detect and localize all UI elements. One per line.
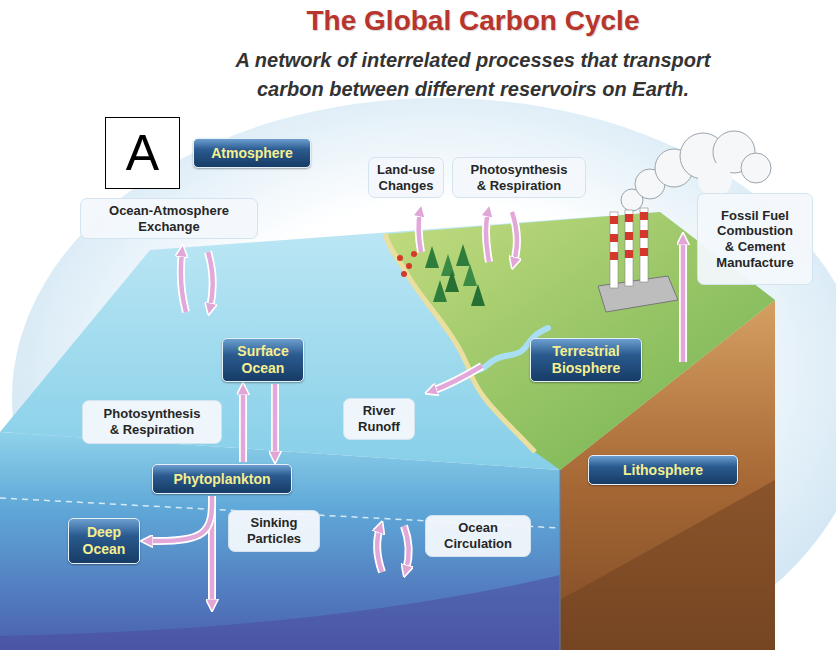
chimney [640, 208, 648, 282]
flux-arrow [181, 252, 186, 312]
subtitle: A network of interrelated processes that… [173, 46, 773, 104]
connector-halo [148, 496, 212, 541]
settlement-dot [406, 263, 412, 269]
arrow-halo [419, 212, 421, 252]
tree [456, 244, 470, 266]
chimney-stripe [610, 234, 618, 242]
settlement-dot [397, 255, 403, 261]
chimney-stripe [625, 250, 633, 258]
node-text: Photosynthesis & Respiration [101, 406, 203, 437]
node-text: Atmosphere [200, 145, 304, 162]
node-text: A [110, 128, 175, 178]
tree [433, 280, 447, 302]
chimney-stripe [640, 212, 648, 220]
process-label: Ocean-Atmosphere Exchange [80, 198, 258, 239]
ocean-cross-section [0, 432, 560, 650]
smoke-puff [698, 163, 732, 197]
chimney-stripe [640, 248, 648, 256]
connector-halo [271, 384, 279, 456]
settlement-dot [411, 251, 417, 257]
node-text: Sinking Particles [239, 515, 309, 546]
reservoir-box: Surface Ocean [222, 338, 304, 382]
node-text: Terrestrial Biosphere [537, 343, 635, 377]
tree [445, 270, 459, 292]
arrow-halo [486, 212, 489, 262]
flux-connector [243, 390, 244, 462]
node-text: Photosynthesis & Respiration [467, 162, 571, 193]
chimney [610, 212, 618, 288]
connector-line [148, 496, 212, 541]
node-text: Surface Ocean [229, 343, 297, 377]
sea-floor [0, 575, 560, 650]
node-text: Land-use Changes [375, 162, 437, 193]
flux-connector [148, 496, 212, 541]
arrow-halo [404, 526, 409, 570]
arrow-halo [377, 528, 382, 572]
tree [463, 264, 477, 286]
chimney-stripe [610, 252, 618, 260]
flux-arrow [208, 252, 213, 308]
process-label: Land-use Changes [368, 157, 444, 198]
reservoir-box: Phytoplankton [152, 464, 292, 494]
connector-line [241, 390, 246, 462]
reservoir-box: Deep Ocean [68, 518, 140, 564]
process-label: Fossil Fuel Combustion & Cement Manufact… [697, 193, 813, 285]
process-label: Photosynthesis & Respiration [452, 157, 586, 198]
reservoir-box: Lithosphere [588, 455, 738, 485]
flux-arrow [486, 212, 489, 262]
settlement-dot [401, 271, 407, 277]
process-label: Ocean Circulation [425, 515, 531, 557]
node-text: Lithosphere [595, 462, 731, 479]
flux-arrow [404, 526, 409, 570]
process-label: River Runoff [343, 398, 415, 440]
flux-arrow [419, 212, 421, 252]
tree [471, 284, 485, 306]
flux-arrow [681, 240, 686, 362]
node-text: Fossil Fuel Combustion & Cement Manufact… [712, 208, 798, 270]
flux-arrow [432, 366, 482, 391]
block-edge [560, 470, 561, 650]
node-text: Ocean Circulation [436, 520, 520, 551]
tree [425, 246, 439, 268]
process-label: Photosynthesis & Respiration [82, 400, 222, 444]
node-text: Phytoplankton [159, 471, 285, 488]
process-label: Sinking Particles [228, 510, 320, 552]
tree [441, 254, 455, 276]
reservoir-box: Terrestrial Biosphere [530, 338, 642, 382]
flux-connector [275, 384, 276, 456]
arrow-halo [432, 366, 482, 391]
reservoir-box: Atmosphere [193, 138, 311, 168]
chimney-stripe [640, 230, 648, 238]
chimney [625, 210, 633, 286]
diagram-title: The Global Carbon Cycle [173, 4, 773, 38]
flux-arrow [512, 212, 517, 262]
flux-arrow [377, 528, 382, 572]
arrow-halo [208, 252, 213, 308]
chimney-stripe [625, 214, 633, 222]
node-text: River Runoff [352, 403, 406, 434]
smoke-puff [741, 153, 771, 183]
connector-halo [239, 390, 247, 462]
arrow-halo [679, 240, 687, 362]
node-text: Ocean-Atmosphere Exchange [91, 203, 247, 234]
arrow-halo [181, 252, 186, 312]
figure-letter-box: A [105, 117, 180, 189]
connector-line [273, 384, 278, 456]
arrow-halo [512, 212, 517, 262]
chimney-stripe [610, 216, 618, 224]
chimney-stripe [625, 232, 633, 240]
rock-layer [560, 480, 775, 650]
node-text: Deep Ocean [75, 524, 133, 558]
